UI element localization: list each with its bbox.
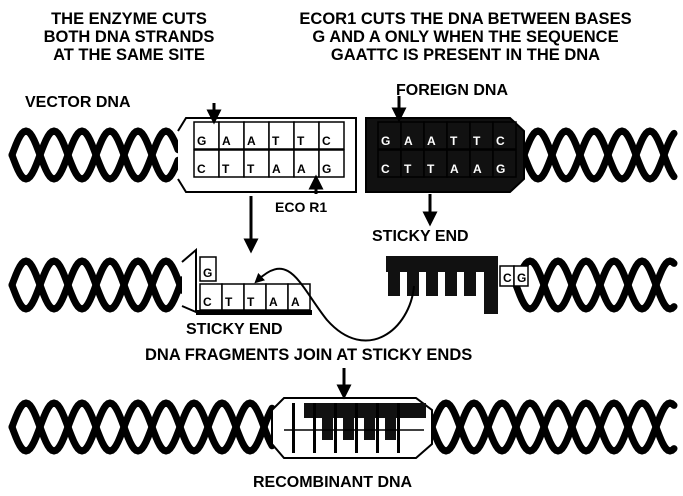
foreign-top-strand-base-5: C (496, 134, 505, 148)
vector-sticky-bottom-base-4: A (291, 295, 300, 309)
vector-sticky-top-base-0: G (203, 266, 212, 280)
foreign-top-strand-base-2: A (427, 134, 436, 148)
vector-helix (12, 131, 178, 179)
vector-bottom-strand-base-5: G (322, 162, 331, 176)
foreign-fragment-helix (516, 261, 674, 309)
vector-fragment-cap (182, 250, 196, 312)
vector-bottom-strand-base-0: C (197, 162, 206, 176)
foreign-sticky-cap (484, 256, 498, 314)
recombinant-divider-3 (355, 403, 358, 453)
vector-sticky-bottom-base-3: A (269, 295, 278, 309)
recombinant-divider-1 (313, 403, 316, 453)
foreign-top-strand-base-3: T (450, 134, 458, 148)
vector-fragment-helix (12, 261, 182, 309)
recombinant-divider-4 (376, 403, 379, 453)
vector-top-strand-base-3: T (272, 134, 280, 148)
recombinant-divider-2 (334, 403, 337, 453)
vector-top-strand-base-0: G (197, 134, 206, 148)
foreign-bottom-strand-base-3: A (450, 162, 459, 176)
vector-bottom-strand-base-2: T (247, 162, 255, 176)
foreign-bottom-strand-base-5: G (496, 162, 505, 176)
recombinant-dark-band (304, 403, 426, 418)
vector-sticky-bottom-base-1: T (225, 295, 233, 309)
vector-sticky-top: G (200, 257, 216, 281)
foreign-sticky-bases-base-0: C (503, 271, 512, 285)
recombinant-tooth-0 (322, 418, 333, 440)
recombinant-tooth-1 (343, 418, 354, 440)
foreign-sticky-tooth-0 (388, 270, 400, 296)
foreign-sticky-bases-base-1: G (517, 271, 526, 285)
recombinant-right-helix (432, 403, 674, 451)
vector-bottom-strand-base-4: A (297, 162, 306, 176)
foreign-bottom-strand-base-1: T (404, 162, 412, 176)
foreign-top-strand-base-0: G (381, 134, 390, 148)
vector-bottom-strand-base-1: T (222, 162, 230, 176)
foreign-sticky-tooth-4 (464, 270, 476, 296)
foreign-bottom-strand-base-0: C (381, 162, 390, 176)
foreign-top-strand-base-4: T (473, 134, 481, 148)
foreign-bottom-strand-base-2: T (427, 162, 435, 176)
vector-top-strand-base-4: T (297, 134, 305, 148)
foreign-sticky-end (386, 256, 498, 314)
vector-bottom-strand-base-3: A (272, 162, 281, 176)
vector-top-strand-base-5: C (322, 134, 331, 148)
vector-sticky-base-bar (196, 310, 312, 315)
recombinant-left-helix (12, 403, 272, 451)
vector-sticky-bottom-base-2: T (247, 295, 255, 309)
vector-top-strand-base-1: A (222, 134, 231, 148)
recombinant-tooth-3 (385, 418, 396, 440)
recombinant-divider-0 (292, 403, 295, 453)
foreign-helix (524, 131, 674, 179)
recombinant-tooth-2 (364, 418, 375, 440)
foreign-sticky-tooth-2 (426, 270, 438, 296)
vector-sticky-bottom-base-0: C (203, 295, 212, 309)
foreign-sticky-backbone (386, 256, 484, 272)
foreign-bottom-strand-base-4: A (473, 162, 482, 176)
vector-top-strand-base-2: A (247, 134, 256, 148)
foreign-sticky-tooth-3 (445, 270, 457, 296)
recombinant-divider-5 (397, 403, 400, 453)
foreign-top-strand-base-1: A (404, 134, 413, 148)
